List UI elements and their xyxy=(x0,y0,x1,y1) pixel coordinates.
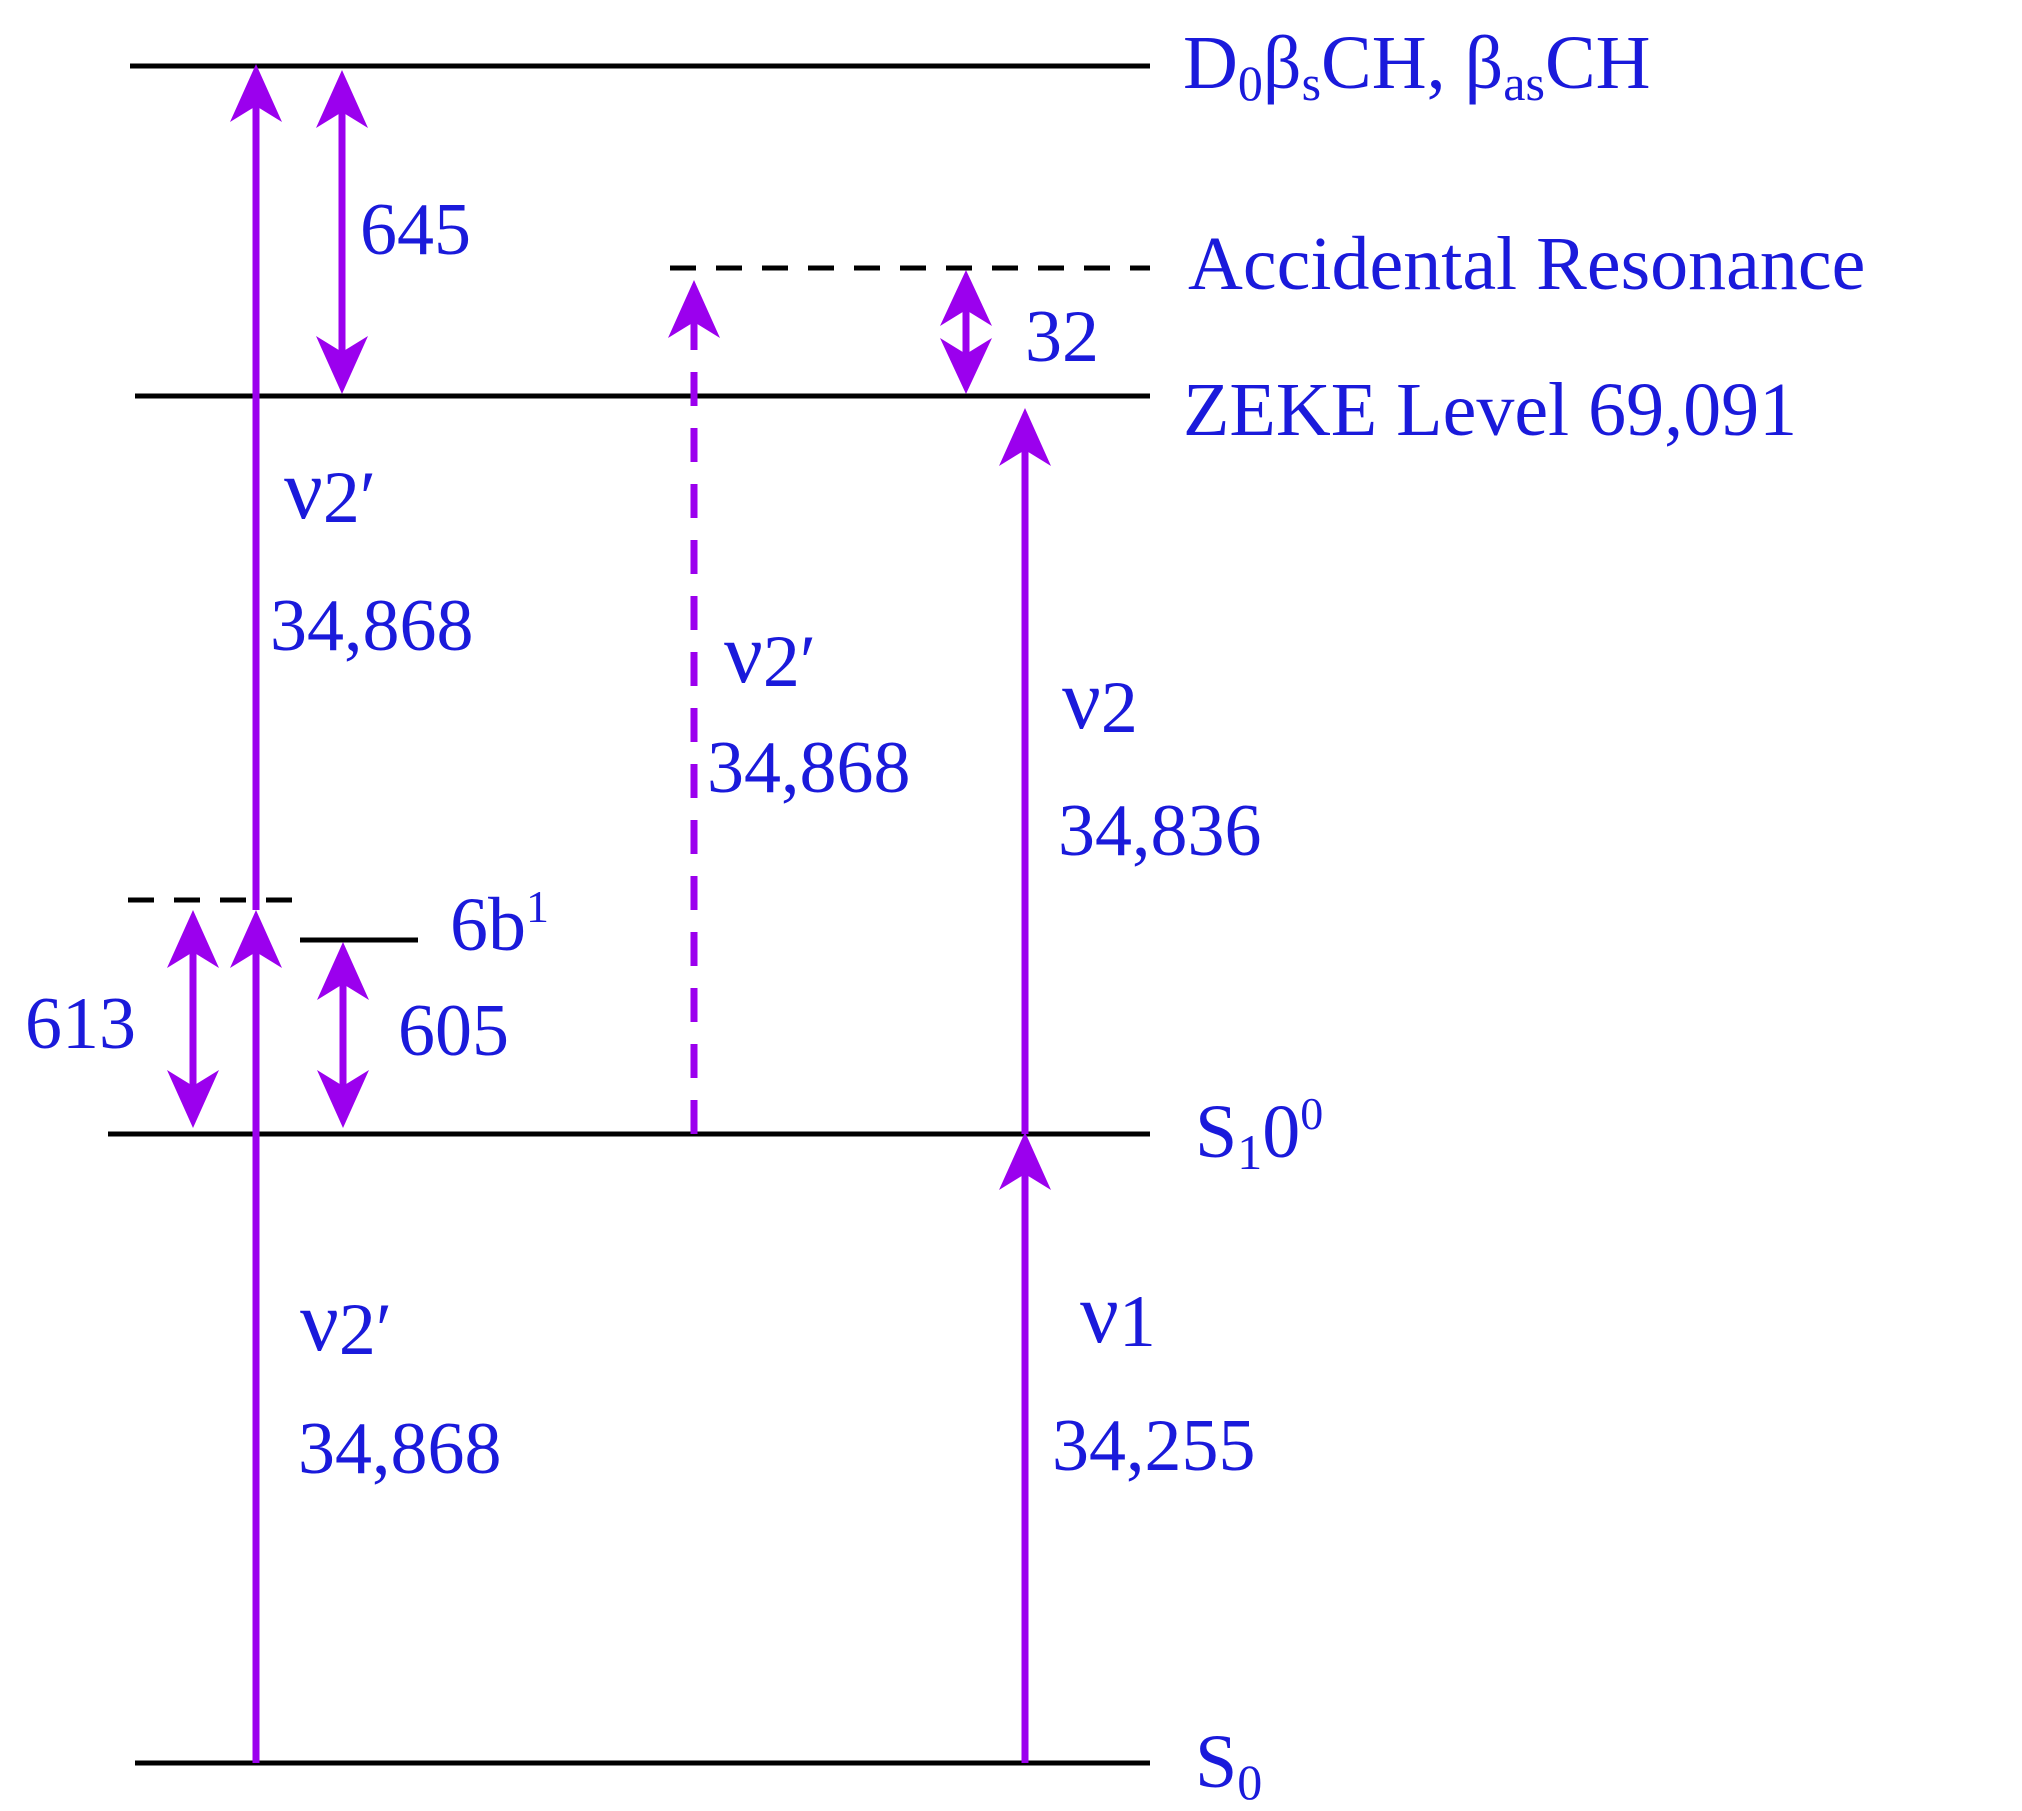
value-nu2prime-upper-left: 34,868 xyxy=(270,585,474,667)
value-nu2prime-lower-left: 34,868 xyxy=(298,1408,502,1490)
arrowhead-605-top xyxy=(317,942,369,1000)
label-s0: S0 xyxy=(1195,1720,1262,1810)
label-zeke-level: ZEKE Level 69,091 xyxy=(1183,368,1797,452)
arrowhead-nu1 xyxy=(999,1132,1051,1190)
label-gap-32: 32 xyxy=(1025,296,1099,378)
arrowhead-613-bottom xyxy=(167,1070,219,1128)
value-nu2prime-middle: 34,868 xyxy=(707,727,911,809)
value-nu2: 34,836 xyxy=(1058,790,1262,872)
label-nu2prime-middle: ν2′ xyxy=(724,605,816,703)
arrowhead-32-bottom xyxy=(940,338,992,394)
label-nu2: ν2 xyxy=(1062,651,1138,749)
arrowhead-32-top xyxy=(940,270,992,326)
arrowhead-645-top xyxy=(316,70,368,128)
label-6b1: 6b1 xyxy=(450,881,549,967)
label-gap-605: 605 xyxy=(398,990,509,1072)
arrowhead-645-bottom xyxy=(316,336,368,394)
label-accidental-resonance: Accidental Resonance xyxy=(1188,222,1865,306)
label-nu2prime-lower-left: ν2′ xyxy=(300,1273,392,1371)
label-nu2prime-upper-left: ν2′ xyxy=(284,441,376,539)
arrowhead-605-bottom xyxy=(317,1070,369,1128)
arrowhead-nu2prime-left-upper xyxy=(230,64,282,122)
value-nu1: 34,255 xyxy=(1052,1405,1256,1487)
label-gap-613: 613 xyxy=(25,983,136,1065)
arrowhead-nu2prime-left-lower xyxy=(230,910,282,968)
arrowhead-613-top xyxy=(167,910,219,968)
arrowhead-nu2prime-middle xyxy=(668,280,720,338)
label-nu1: ν1 xyxy=(1080,1265,1156,1363)
label-s1-00: S100 xyxy=(1195,1088,1323,1180)
label-gap-645: 645 xyxy=(360,189,471,271)
arrowhead-nu2 xyxy=(999,408,1051,466)
label-d0: D0βsCH, βasCH xyxy=(1183,21,1651,111)
